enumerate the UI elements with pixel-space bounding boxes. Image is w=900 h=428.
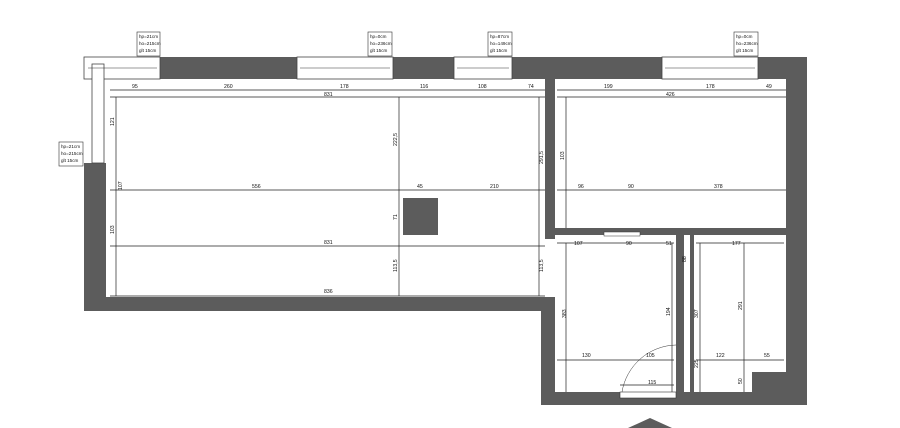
dim-50: 50 <box>738 378 744 384</box>
dim-103: 103 <box>110 225 116 234</box>
dim-177: 177 <box>732 241 741 247</box>
dim-831-mid: 831 <box>324 240 333 246</box>
partition-vertical-2 <box>676 235 684 395</box>
dim-831-top: 831 <box>324 92 333 98</box>
dim-90b: 90 <box>626 241 632 247</box>
note-1-line1: hp=21cm <box>139 34 158 39</box>
dim-199: 199 <box>604 84 613 90</box>
dim-103b: 103 <box>560 151 566 160</box>
note-4-line2: ho=236cm <box>736 41 758 46</box>
right-notch <box>752 372 792 402</box>
dim-55: 55 <box>764 353 770 359</box>
dim-556: 556 <box>252 184 261 190</box>
note-2-line2: ho=236cm <box>370 41 392 46</box>
window-note-3: hp=87cm ho=149cm glt 15cm <box>487 31 513 57</box>
note-2-line3: glt 15cm <box>370 48 388 53</box>
note-5-line1: hp=21cm <box>61 144 80 149</box>
dim-105: 105 <box>646 353 655 359</box>
dim-115: 115 <box>648 380 656 386</box>
dim-194: 194 <box>666 307 672 316</box>
walls <box>84 57 807 405</box>
dim-51: 51 <box>666 241 672 247</box>
dim-116: 116 <box>420 84 428 90</box>
window-note-1: hp=21cm ho=215cm glt 15cm <box>136 31 161 57</box>
door-opening <box>619 391 677 399</box>
note-3-line1: hp=87cm <box>490 34 509 39</box>
dim-291: 291 <box>738 301 744 310</box>
door-swing <box>621 344 677 393</box>
dim-383: 383 <box>562 309 568 318</box>
dim-378: 378 <box>714 184 723 190</box>
note-3-line2: ho=149cm <box>490 41 512 46</box>
windows <box>83 56 759 164</box>
dim-210: 210 <box>490 184 499 190</box>
dim-74: 74 <box>528 84 534 90</box>
dim-90: 90 <box>628 184 634 190</box>
column <box>403 198 438 235</box>
dimension-texts: 95 260 178 116 108 74 199 178 49 831 426… <box>110 84 772 386</box>
dim-178: 178 <box>340 84 349 90</box>
note-5-line2: ho=215cm <box>61 151 83 156</box>
partitions <box>403 79 786 395</box>
dim-113-5: 113,5 <box>393 259 399 272</box>
note-4-line1: hp=0cm <box>736 34 753 39</box>
dim-108: 108 <box>478 84 487 90</box>
dim-107v: 107 <box>118 181 124 190</box>
dim-260: 260 <box>224 84 233 90</box>
note-2-line1: hp=0cm <box>370 34 387 39</box>
dim-88: 88 <box>682 256 688 262</box>
dim-95: 95 <box>132 84 138 90</box>
main-bottom-wall <box>84 297 554 311</box>
dimension-lines <box>110 89 786 399</box>
dim-426: 426 <box>666 92 675 98</box>
dim-178b: 178 <box>706 84 715 90</box>
inner-door <box>603 231 641 237</box>
note-5-line3: glt 15cm <box>61 158 79 163</box>
partition-vertical-1 <box>545 79 555 239</box>
dim-222-5: 222,5 <box>393 133 399 146</box>
dim-71: 71 <box>393 214 399 220</box>
dim-113-5b: 113,5 <box>539 259 545 272</box>
partition-vertical-3 <box>690 235 694 395</box>
dim-45: 45 <box>417 184 423 190</box>
dim-107: 107 <box>574 241 583 247</box>
note-4-line3: glt 15cm <box>736 48 754 53</box>
window-note-5: hp=21cm ho=215cm glt 15cm <box>58 141 84 167</box>
dim-49: 49 <box>766 84 772 90</box>
dim-836: 836 <box>324 289 333 295</box>
lower-left-wall <box>541 297 555 405</box>
dim-307: 307 <box>694 309 700 318</box>
dim-96: 96 <box>578 184 584 190</box>
note-1-line2: ho=215cm <box>139 41 161 46</box>
note-1-line3: glt 15cm <box>139 48 157 53</box>
left-wall <box>84 163 106 309</box>
top-wall <box>84 57 806 79</box>
right-wall <box>786 57 807 405</box>
dim-122: 122 <box>716 353 725 359</box>
window-note-4: hp=0cm ho=236cm glt 15cm <box>733 31 759 57</box>
dim-291-5: 291,5 <box>539 151 545 164</box>
dim-121: 121 <box>110 117 116 126</box>
window-1-side <box>91 63 105 164</box>
window-note-2: hp=0cm ho=236cm glt 15cm <box>367 31 393 57</box>
lower-bottom-wall <box>541 392 807 405</box>
dim-130: 130 <box>582 353 591 359</box>
partition-horizontal <box>555 228 786 235</box>
dim-225: 225 <box>694 359 700 368</box>
note-3-line3: glt 15cm <box>490 48 508 53</box>
bottom-marker <box>628 418 672 428</box>
